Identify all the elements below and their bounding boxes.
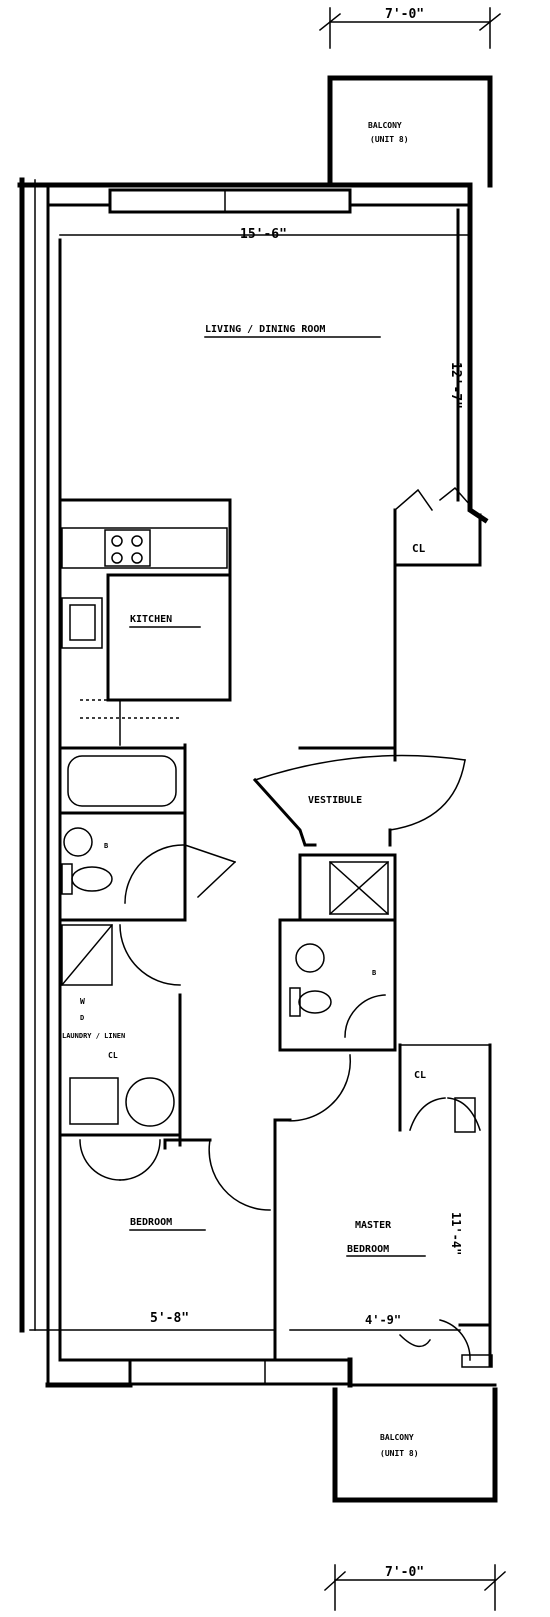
laundry-cl: CL [108,1051,118,1060]
master-label-1: MASTER [355,1220,392,1231]
dim-master-width: 11'-4" [449,1212,463,1255]
balcony-top-sublabel: (UNIT 8) [370,135,409,144]
living-label: LIVING / DINING ROOM [205,324,325,335]
bedroom: BEDROOM 5'-8" [29,1118,277,1362]
closet-master-label: CL [414,1070,426,1081]
balcony-bottom-label: BALCONY [380,1433,414,1442]
laundry-label: LAUNDRY / LINEN [62,1032,125,1040]
laundry-w: W [80,997,85,1006]
outer-walls: CL [17,177,489,1387]
hall-bath: B [58,743,237,922]
bedroom-label: BEDROOM [130,1217,172,1228]
dim-balcony-top: 7'-0" [385,7,424,22]
laundry-d: D [80,1014,84,1022]
master-bath: B [278,853,397,1052]
laundry: W D LAUNDRY / LINEN CL [58,923,182,1181]
kitchen-label: KITCHEN [130,614,172,625]
vestibule-label: VESTIBULE [308,795,362,806]
balcony-bottom-sublabel: (UNIT 8) [380,1449,419,1458]
dim-living-depth: 12'-7" [448,362,463,409]
master-label-2: BEDROOM [347,1244,389,1255]
kitchen: KITCHEN [58,498,232,746]
bottom-balcony-dimension: 7'-0" [323,1564,507,1611]
master-bath-fixture-mark: B [372,969,376,977]
dim-bedroom-width: 5'-8" [150,1311,189,1326]
bottom-wall [45,1357,353,1388]
balcony-bottom: BALCONY (UNIT 8) [332,1383,498,1503]
closet-living-label: CL [412,542,426,555]
living-dining: 15'-6" LIVING / DINING ROOM 12'-7" [59,227,471,409]
vestibule: VESTIBULE [252,746,466,847]
dim-master-small: 4'-9" [365,1313,401,1327]
top-balcony-dimension: 7'-0" [318,7,502,49]
dim-balcony-bottom: 7'-0" [385,1565,424,1580]
dim-living-width: 15'-6" [240,227,287,242]
master-bedroom: CL MASTER BEDROOM 11'-4" 4'-9" [273,1043,493,1368]
bath-fixture-mark: B [104,842,108,850]
balcony-top-label: BALCONY [368,121,402,130]
balcony-top: BALCONY (UNIT 8) [327,75,493,188]
